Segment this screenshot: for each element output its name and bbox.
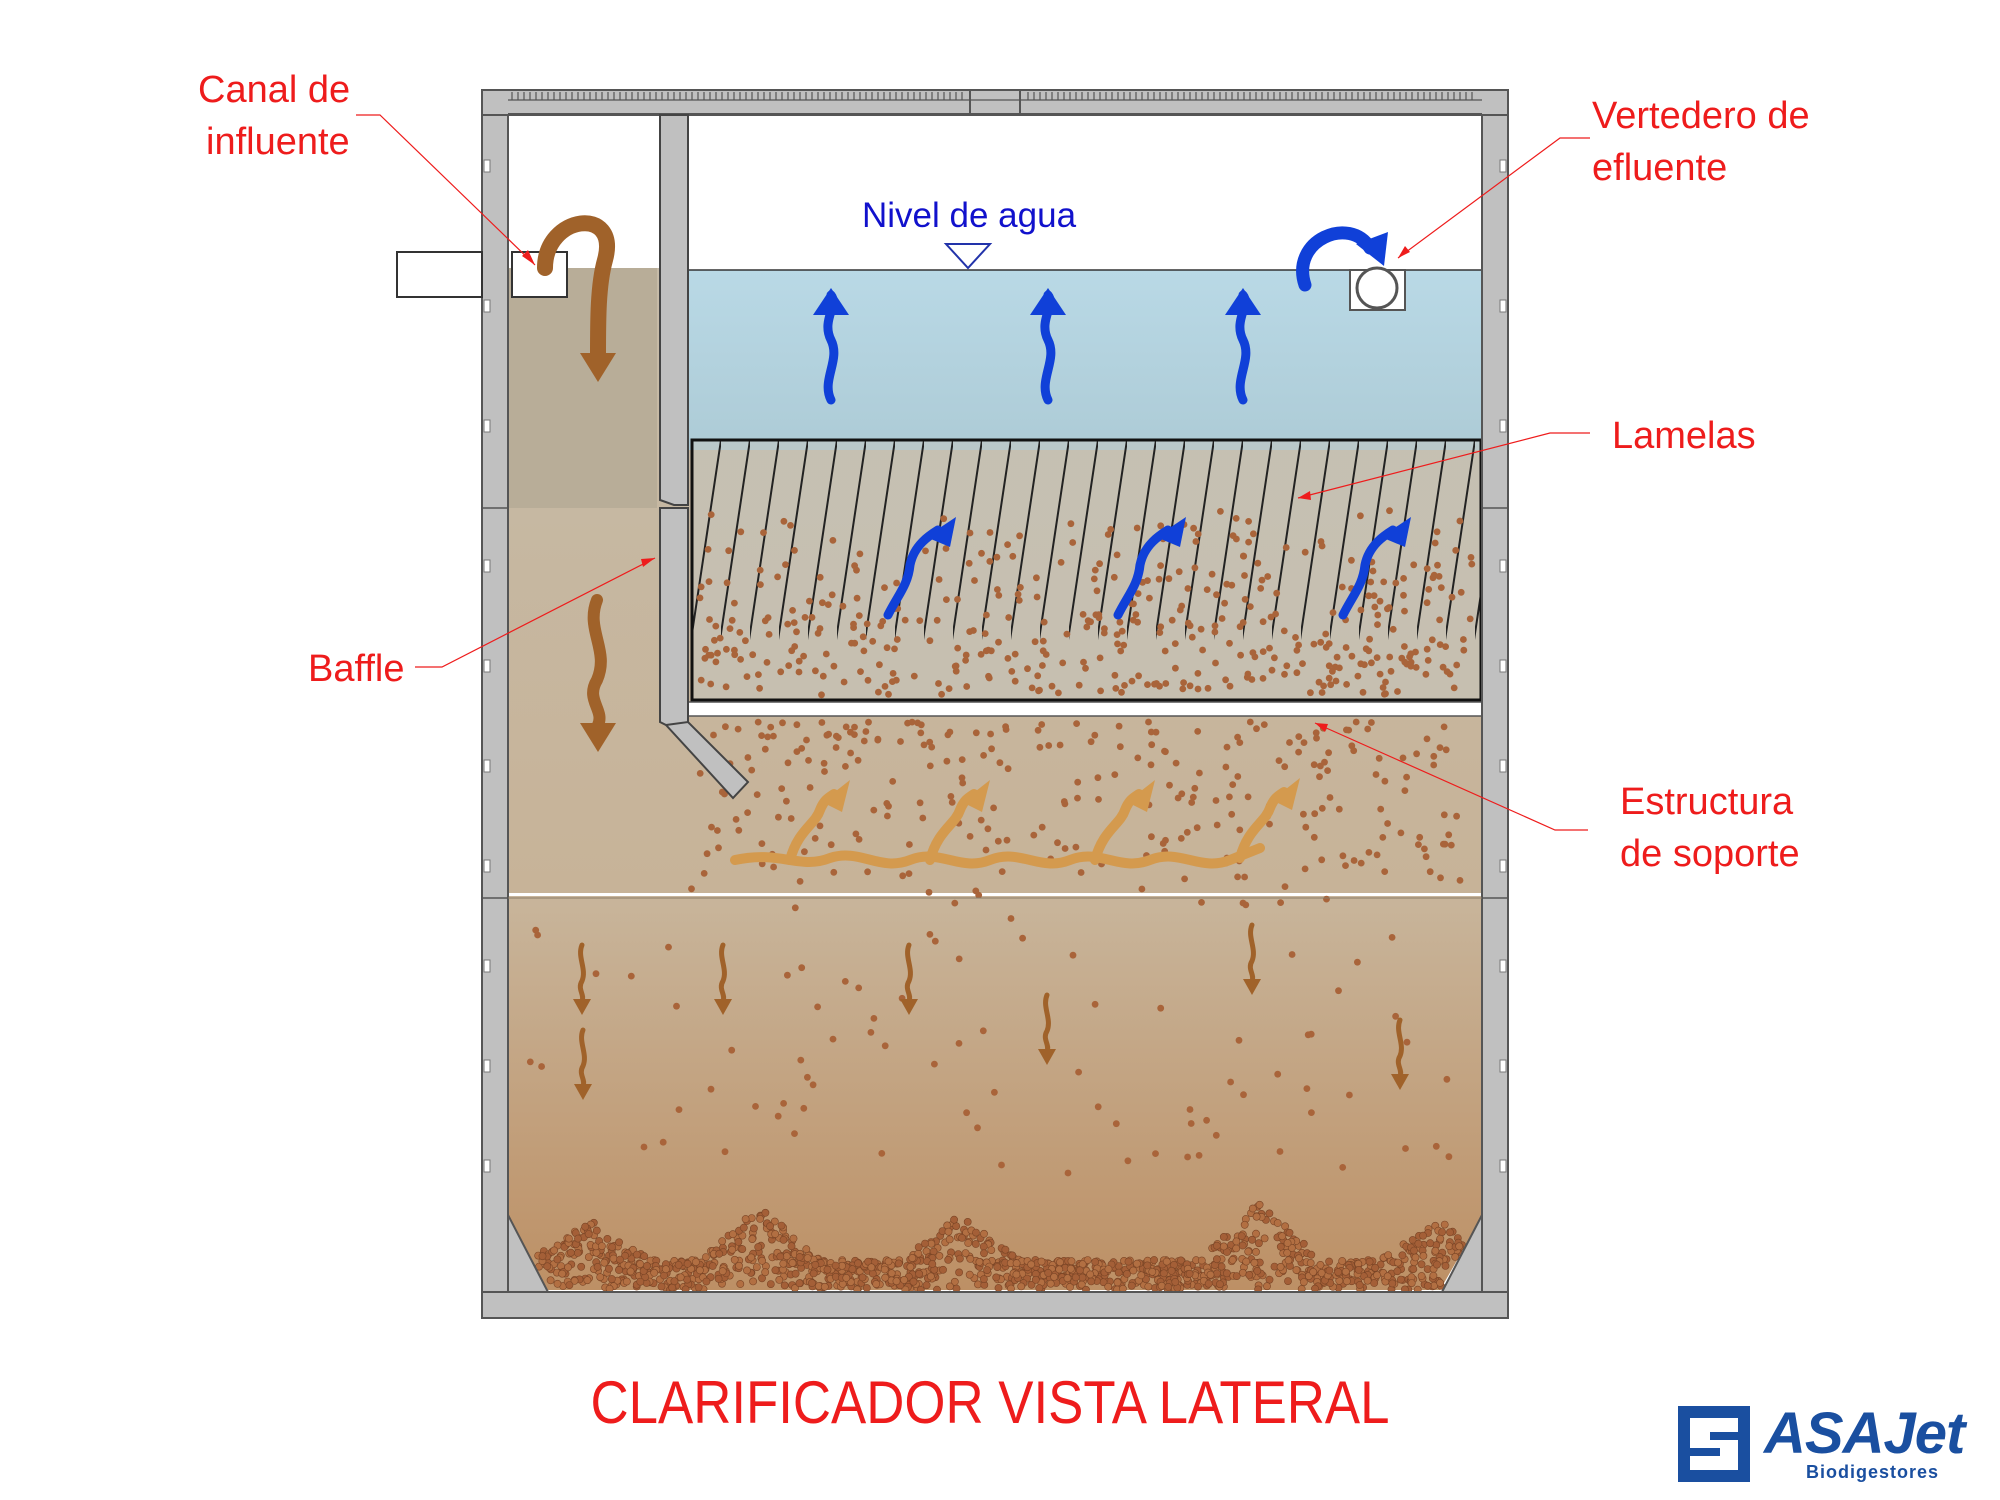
sludge-bed — [534, 1200, 1466, 1294]
label-vertedero-line2: efluente — [1592, 147, 1728, 189]
settling-particles — [526, 878, 1453, 1177]
logo-subtitle: Biodigestores — [1806, 1462, 1940, 1482]
support-structure — [687, 701, 1484, 717]
label-canal-influente: Canal de influente — [198, 64, 350, 168]
effluent-arrow-icon — [1296, 226, 1377, 292]
label-vertedero-line1: Vertedero de — [1592, 95, 1810, 137]
leader-lines — [356, 114, 1590, 831]
label-canal-line1: Canal de — [198, 69, 351, 111]
effluent-pipe-icon — [1349, 266, 1406, 311]
influent-arrow-icon — [537, 215, 615, 363]
top-grating — [508, 92, 1482, 101]
label-lamelas: Lamelas — [1612, 415, 1756, 457]
label-estructura-line2: de soporte — [1620, 833, 1800, 875]
water-level-triangle-icon — [943, 243, 993, 270]
mid-particles — [696, 718, 1464, 884]
label-canal-line2: influente — [206, 121, 350, 163]
lamella-particles — [696, 507, 1476, 699]
diagram-title: CLARIFICADOR VISTA LATERAL — [590, 1369, 1390, 1436]
label-vertedero-efluente: Vertedero de efluente — [1592, 90, 1810, 194]
company-logo: ASAJet Biodigestores — [1676, 1404, 1986, 1486]
label-estructura-line1: Estructura — [1620, 781, 1794, 823]
baffle — [659, 114, 750, 800]
baffle-down-arrow-icon — [587, 594, 607, 731]
inlet-pipe — [396, 251, 483, 298]
water-up-arrows — [813, 288, 1261, 405]
water-level-label: Nivel de agua — [862, 196, 1077, 235]
logo-mark-icon — [1678, 1406, 1750, 1482]
label-estructura-soporte: Estructura de soporte — [1620, 776, 1800, 880]
inflow-arrows — [730, 778, 1300, 869]
settling-arrows — [573, 922, 1409, 1100]
tank-walls — [481, 89, 1509, 1319]
label-baffle: Baffle — [308, 648, 405, 690]
logo-name: ASAJet — [1764, 1401, 1965, 1466]
lamella-flow-arrows — [883, 517, 1411, 620]
